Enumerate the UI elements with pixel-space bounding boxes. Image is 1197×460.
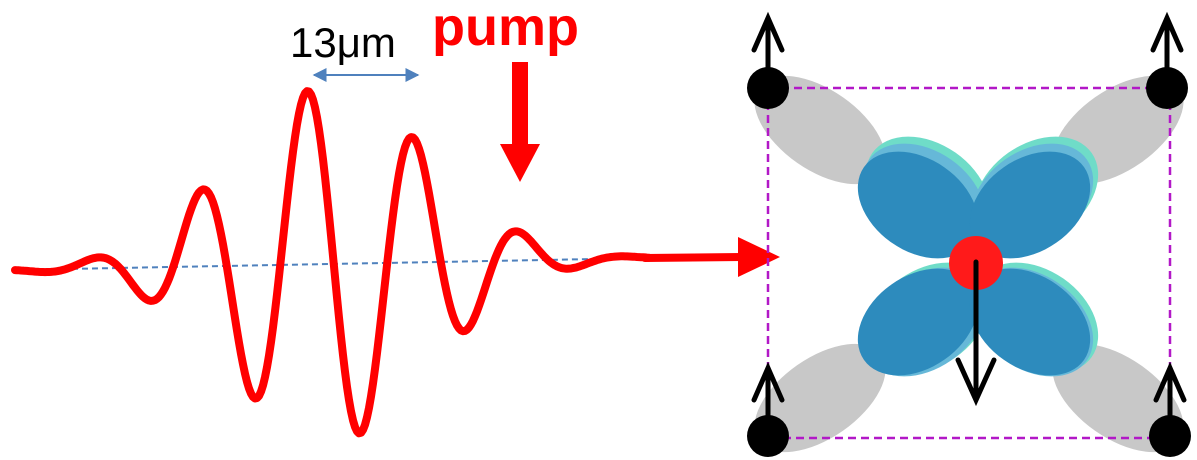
center-spin-arrow <box>955 259 997 407</box>
corner-atom-dot <box>747 67 789 109</box>
orbital-lobe-bottom-left <box>857 268 979 376</box>
orbital-front-layer <box>857 151 1091 376</box>
pulse-group: 13μm pump <box>11 0 780 438</box>
corner-atom-top-right <box>1146 11 1188 109</box>
transmission-line <box>641 253 746 262</box>
unit-cell-border <box>766 86 1172 440</box>
lobe-bottom-right <box>1052 343 1184 453</box>
propagation-axis <box>11 257 649 271</box>
pump-label: pump <box>432 0 579 57</box>
orbital-lobe-bottom-right <box>969 268 1091 376</box>
corner-atom-bottom-left <box>747 361 789 457</box>
corner-atom-dot <box>747 415 789 457</box>
corner-atom-dot <box>1149 415 1191 457</box>
orbital-lobe-top-left <box>857 151 979 259</box>
corner-atom-top-left <box>747 11 789 109</box>
pulse-arrowhead <box>738 237 780 277</box>
corner-atom-dot <box>1146 67 1188 109</box>
lobe-top-left <box>754 75 886 185</box>
wavelength-label: 13μm <box>290 19 396 66</box>
corner-atom-bottom-right <box>1149 361 1191 457</box>
orbital-lobe-top-right <box>969 151 1091 259</box>
pump-pulse-waveform <box>11 87 653 438</box>
pump-down-arrow <box>500 62 540 182</box>
lobe-bottom-left <box>754 343 886 453</box>
unit-cell-group <box>747 11 1191 457</box>
